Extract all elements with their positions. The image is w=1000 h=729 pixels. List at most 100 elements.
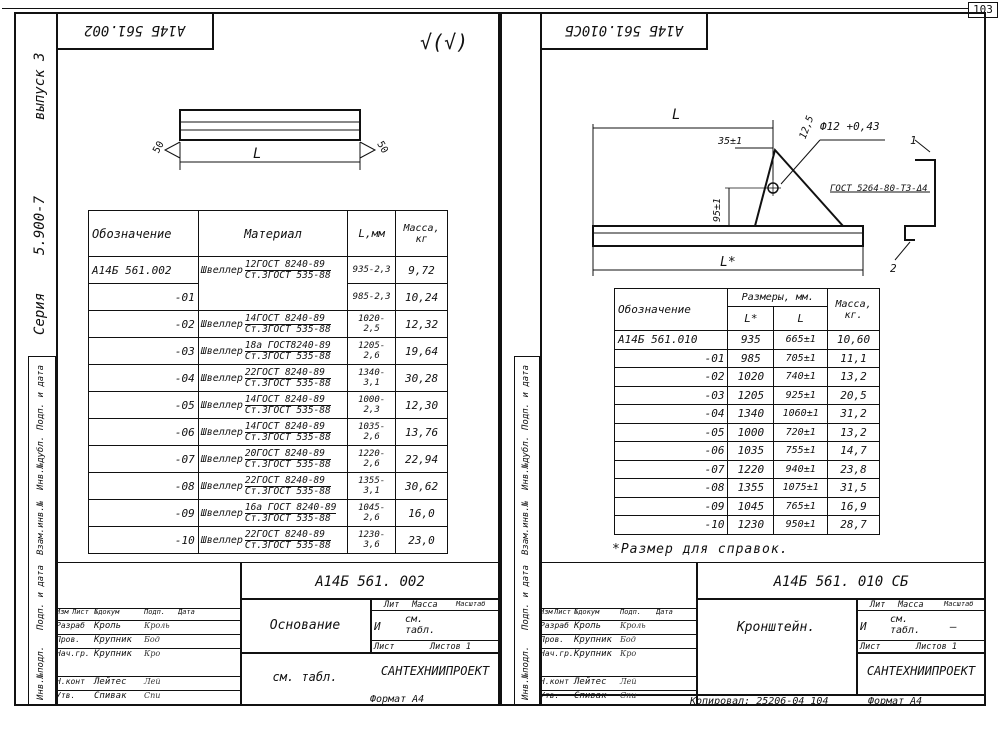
row-lstar: 1035	[727, 441, 775, 461]
material-bottom: Ст.3ГОСТ 535-88	[244, 350, 331, 362]
material-word: Швеллер	[200, 507, 243, 519]
margin-label: Инв.№подл.	[521, 645, 531, 700]
row-lstar: 1230	[727, 515, 775, 535]
right-note: *Размер для справок.	[612, 542, 789, 557]
row-designation: -01	[88, 283, 199, 311]
bracket-base	[592, 225, 864, 247]
row-mass: 31,2	[827, 404, 880, 424]
right-gost-weld: ГОСТ 5264-80-Т3-Δ4	[830, 184, 928, 194]
material-top: 14ГОСТ 8240-89	[244, 421, 331, 433]
row-designation: -09	[613, 496, 729, 516]
right-dim-L: L	[672, 107, 681, 123]
material-top: 14ГОСТ 8240-89	[244, 394, 331, 406]
row-l: 755±1	[773, 441, 829, 461]
right-tb-org: САНТЕХНИИПРОЕКТ	[866, 664, 976, 678]
material-bottom: Ст.3ГОСТ 535-88	[244, 485, 331, 497]
row-mass: 23,8	[827, 459, 880, 479]
tb-role-name: Кроль	[574, 621, 602, 631]
material-top: 20ГОСТ 8240-89	[244, 448, 331, 460]
material-bottom: Ст.3ГОСТ 535-88	[244, 323, 331, 335]
row-mass: 23,0	[395, 526, 448, 554]
tb-r-rule5	[856, 652, 986, 654]
row-lstar: 1020	[727, 367, 775, 387]
material-bottom: Ст.3ГОСТ 535-88	[244, 512, 331, 524]
rth-mass: Масса, кг.	[827, 288, 880, 331]
row-designation: -05	[88, 391, 199, 419]
left-tb-note: см. табл.	[272, 670, 338, 684]
margin-label: Инв.№дубл.	[521, 435, 531, 490]
left-tb-scale: Масштаб	[456, 600, 486, 608]
row-mass: 22,94	[395, 445, 448, 473]
material-bottom: Ст.3ГОСТ 535-88	[244, 269, 331, 281]
left-tb-sheet: Лист	[374, 642, 395, 652]
tb-role: Пров.	[540, 635, 565, 644]
row-l: 925±1	[773, 385, 829, 405]
tb-role-name: Кроль	[94, 621, 122, 631]
row-l: 740±1	[773, 367, 829, 387]
row-lstar: 1000	[727, 422, 775, 442]
row-designation: -02	[613, 367, 729, 387]
left-frame-inner	[56, 12, 500, 706]
row-lstar: 1355	[727, 478, 775, 498]
right-tb-mass: Масса	[898, 600, 924, 610]
tb-r-rule1	[540, 608, 696, 609]
top-rule	[2, 8, 968, 9]
material-top: 22ГОСТ 8240-89	[244, 529, 331, 541]
row-designation: А14Б 561.010	[613, 330, 729, 350]
row-designation: -07	[613, 459, 729, 479]
row-mass: 28,7	[827, 515, 880, 535]
tb-l-rule1	[56, 608, 240, 609]
rth-l: L	[773, 306, 829, 331]
row-mass: 31,5	[827, 478, 880, 498]
row-lstar: 1340	[727, 404, 775, 424]
material-word: Швеллер	[200, 372, 243, 384]
tb-l-vsep2	[370, 598, 372, 652]
tb-role: Разраб	[56, 621, 85, 630]
row-length: 1000-2,3	[347, 391, 397, 419]
row-designation: -05	[613, 422, 729, 442]
left-series-label: Серия	[32, 292, 48, 335]
tb-col-head: Подп.	[620, 608, 642, 616]
material-top: 22ГОСТ 8240-89	[244, 475, 331, 487]
row-mass: 12,32	[395, 310, 448, 338]
row-lstar: 1045	[727, 496, 775, 516]
row-designation: -10	[613, 515, 729, 535]
row-l: 940±1	[773, 459, 829, 479]
rth-lstar: L*	[727, 306, 775, 331]
row-designation: -03	[613, 385, 729, 405]
weld-mark-left	[163, 141, 181, 159]
tb-role: Разраб	[540, 621, 569, 630]
left-tb-lit: Лит	[384, 600, 400, 610]
left-margin-strip	[28, 356, 56, 706]
margin-label: Подп. и дата	[36, 564, 46, 630]
tb-r-rule2	[696, 598, 986, 600]
right-tb-copied: Копировал: 25206-04 104	[690, 696, 829, 707]
right-stamp-code: А14Б 561.010СБ	[564, 22, 683, 38]
right-pos1: 1	[910, 134, 917, 147]
tb-col-head: Лист	[554, 608, 571, 616]
row-mass: 19,64	[395, 337, 448, 365]
left-series-no: 5.900-7	[32, 195, 48, 255]
row-lstar: 985	[727, 348, 775, 368]
